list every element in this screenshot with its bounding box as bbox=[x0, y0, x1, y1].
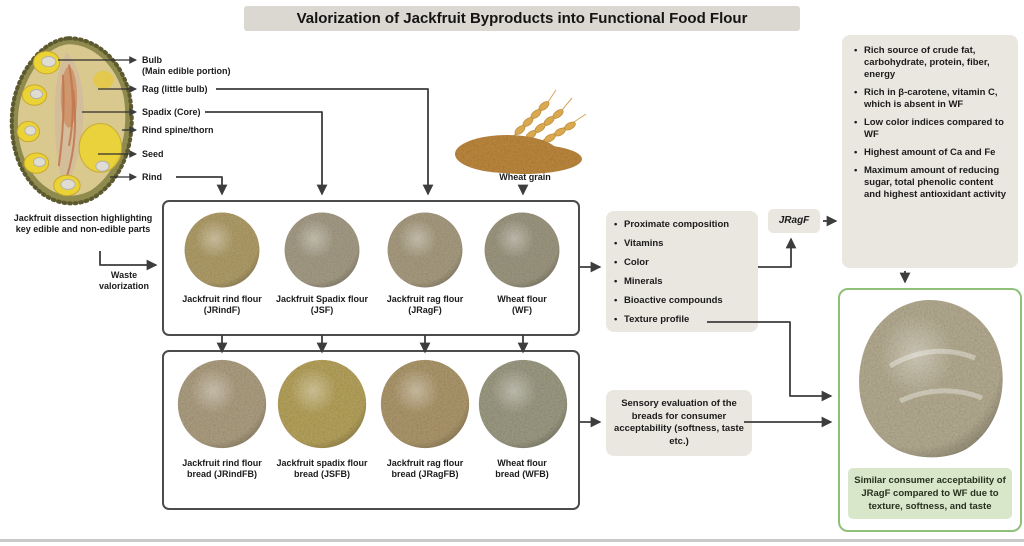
finding-item: Highest amount of Ca and Fe bbox=[854, 147, 1010, 159]
line-spadix-to-flour bbox=[205, 111, 328, 196]
jackfruit-spadix-flour-bread-image bbox=[277, 359, 367, 449]
analysis-item: Texture profile bbox=[614, 314, 752, 326]
analysis-item: Color bbox=[614, 257, 752, 269]
flour-abbr: (WF) bbox=[512, 305, 532, 315]
findings-box: Rich source of crude fat, carbohydrate, … bbox=[842, 35, 1018, 268]
jackfruit-spadix-flour-image bbox=[284, 212, 360, 288]
analysis-item: Bioactive compounds bbox=[614, 295, 752, 307]
figure-title: Valorization of Jackfruit Byproducts int… bbox=[244, 6, 800, 31]
finding-item: Maximum amount of reducing sugar, total … bbox=[854, 165, 1010, 201]
flour-abbr: (JSF) bbox=[310, 305, 334, 315]
part-label-bulb: Bulb (Main edible portion) bbox=[142, 55, 231, 77]
part-label-bulb-sub: (Main edible portion) bbox=[142, 66, 231, 76]
part-label-rag: Rag (little bulb) bbox=[142, 84, 208, 94]
flour-label-jsf: Jackfruit Spadix flour (JSF) bbox=[267, 294, 377, 316]
flour-name: Jackfruit rag flour bbox=[386, 294, 464, 304]
conclusion-text: Similar consumer acceptability of JRagF … bbox=[848, 468, 1012, 519]
analysis-item: Minerals bbox=[614, 276, 752, 288]
line-rag-to-flour bbox=[216, 88, 434, 196]
flour-name: Jackfruit rind flour bbox=[182, 294, 262, 304]
jackfruit-rind-flour-bread-image bbox=[177, 359, 267, 449]
flour-label-wf: Wheat flour (WF) bbox=[467, 294, 577, 316]
findings-list: Rich source of crude fat, carbohydrate, … bbox=[842, 35, 1018, 213]
finding-item: Rich in β-carotene, vitamin C, which is … bbox=[854, 87, 1010, 111]
jragf-box: JRagF bbox=[768, 209, 820, 233]
bread-abbr: bread (WFB) bbox=[495, 469, 549, 479]
analysis-box: Proximate composition Vitamins Color Min… bbox=[606, 211, 758, 332]
wheat-flour-bread-image bbox=[478, 359, 568, 449]
conclusion-green-box: Similar consumer acceptability of JRagF … bbox=[838, 288, 1022, 532]
analysis-list: Proximate composition Vitamins Color Min… bbox=[606, 211, 758, 339]
finding-item: Rich source of crude fat, carbohydrate, … bbox=[854, 45, 1010, 81]
flour-name: Wheat flour bbox=[497, 294, 547, 304]
part-label-rind-spine: Rind spine/thorn bbox=[142, 125, 214, 135]
line-analysis-to-jragf bbox=[758, 237, 797, 268]
flour-abbr: (JRagF) bbox=[408, 305, 442, 315]
bottom-divider bbox=[0, 539, 1024, 542]
bread-name: Wheat flour bbox=[497, 458, 547, 468]
part-label-bulb-text: Bulb bbox=[142, 55, 162, 65]
dissection-caption: Jackfruit dissection highlighting key ed… bbox=[13, 213, 153, 234]
wheat-flour-image bbox=[484, 212, 560, 288]
bread-abbr: bread (JRindFB) bbox=[186, 469, 257, 479]
bread-label-jragfb: Jackfruit rag flour bread (JRagFB) bbox=[370, 458, 480, 480]
jackfruit-rag-flour-bread-image bbox=[380, 359, 470, 449]
bread-label-jrindfb: Jackfruit rind flour bread (JRindFB) bbox=[167, 458, 277, 480]
part-label-rind: Rind bbox=[142, 172, 162, 182]
wheat-grain-label: Wheat grain bbox=[499, 172, 551, 182]
sensory-box: Sensory evaluation of the breads for con… bbox=[606, 390, 752, 456]
bread-name: Jackfruit rind flour bbox=[182, 458, 262, 468]
flour-label-jragf: Jackfruit rag flour (JRagF) bbox=[370, 294, 480, 316]
part-label-seed: Seed bbox=[142, 149, 164, 159]
bread-abbr: bread (JRagFB) bbox=[391, 469, 459, 479]
flour-label-jrindf: Jackfruit rind flour (JRindF) bbox=[167, 294, 277, 316]
part-label-spadix: Spadix (Core) bbox=[142, 107, 201, 117]
bread-name: Jackfruit spadix flour bbox=[276, 458, 368, 468]
flour-name: Jackfruit Spadix flour bbox=[275, 294, 369, 304]
bread-label-jsfb: Jackfruit spadix flour bread (JSFB) bbox=[267, 458, 377, 480]
wheat-grain-image bbox=[455, 89, 587, 174]
analysis-item: Proximate composition bbox=[614, 219, 752, 231]
bread-label-wfb: Wheat flour bread (WFB) bbox=[467, 458, 577, 480]
finding-item: Low color indices compared to WF bbox=[854, 117, 1010, 141]
bread-name: Jackfruit rag flour bbox=[386, 458, 464, 468]
analysis-item: Vitamins bbox=[614, 238, 752, 250]
jackfruit-rind-flour-image bbox=[184, 212, 260, 288]
flour-abbr: (JRindF) bbox=[203, 305, 241, 315]
line-waste-to-flourbox bbox=[99, 251, 158, 271]
bread-abbr: bread (JSFB) bbox=[293, 469, 350, 479]
jragf-flour-pile-image bbox=[859, 300, 1003, 458]
jackfruit-rag-flour-image bbox=[387, 212, 463, 288]
jackfruit-cross-section-image bbox=[9, 36, 134, 206]
waste-valorization-label: Waste valorization bbox=[98, 270, 149, 291]
line-rind-to-flour bbox=[176, 176, 228, 196]
